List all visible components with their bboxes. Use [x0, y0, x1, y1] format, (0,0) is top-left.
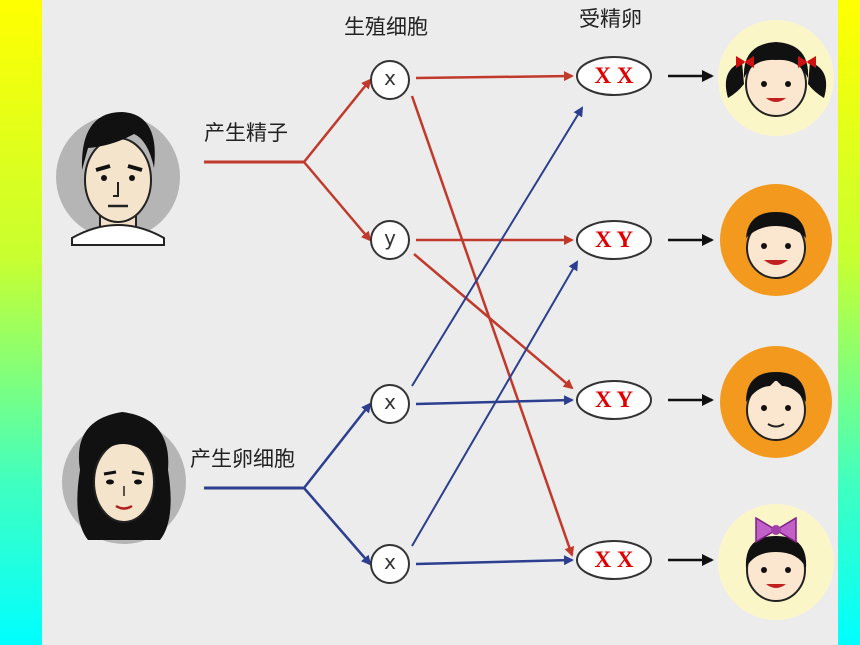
- mother-label: 产生卵细胞: [188, 446, 297, 472]
- inheritance-diagram: [56, 20, 834, 620]
- girl-face-icon: [718, 504, 834, 620]
- zygote-oval-1: [576, 56, 652, 96]
- diagram-panel: 生殖细胞 受精卵 产生精子 产生卵细胞 x y x x X X X Y X Y …: [42, 0, 838, 645]
- zygotes-header: 受精卵: [577, 6, 644, 32]
- zygote-genotype-3: X Y: [594, 387, 634, 412]
- egg-x-label-2: x: [384, 550, 396, 574]
- zygote-genotype-1: X X: [594, 63, 634, 88]
- sperm-x-cell: [370, 60, 410, 100]
- zygote-oval-4: [576, 540, 652, 580]
- girl-face-icon: [718, 20, 834, 136]
- father-label: 产生精子: [202, 120, 290, 146]
- zygote-genotype-4: X X: [594, 547, 634, 572]
- egg-x-cell-1: [370, 384, 410, 424]
- mother-face-icon: [62, 412, 186, 544]
- boy-face-icon: [720, 184, 832, 296]
- zygote-oval-3: [576, 380, 652, 420]
- father-face-icon: [56, 112, 180, 246]
- sperm-y-cell: [370, 220, 410, 260]
- zygote-genotype-2: X Y: [594, 227, 634, 252]
- zygote-oval-2: [576, 220, 652, 260]
- egg-x-label-1: x: [384, 390, 396, 414]
- sperm-x-label: x: [384, 66, 396, 90]
- boy-face-icon: [720, 346, 832, 458]
- egg-x-cell-2: [370, 544, 410, 584]
- sperm-y-label: y: [384, 226, 396, 250]
- gametes-header: 生殖细胞: [342, 14, 430, 40]
